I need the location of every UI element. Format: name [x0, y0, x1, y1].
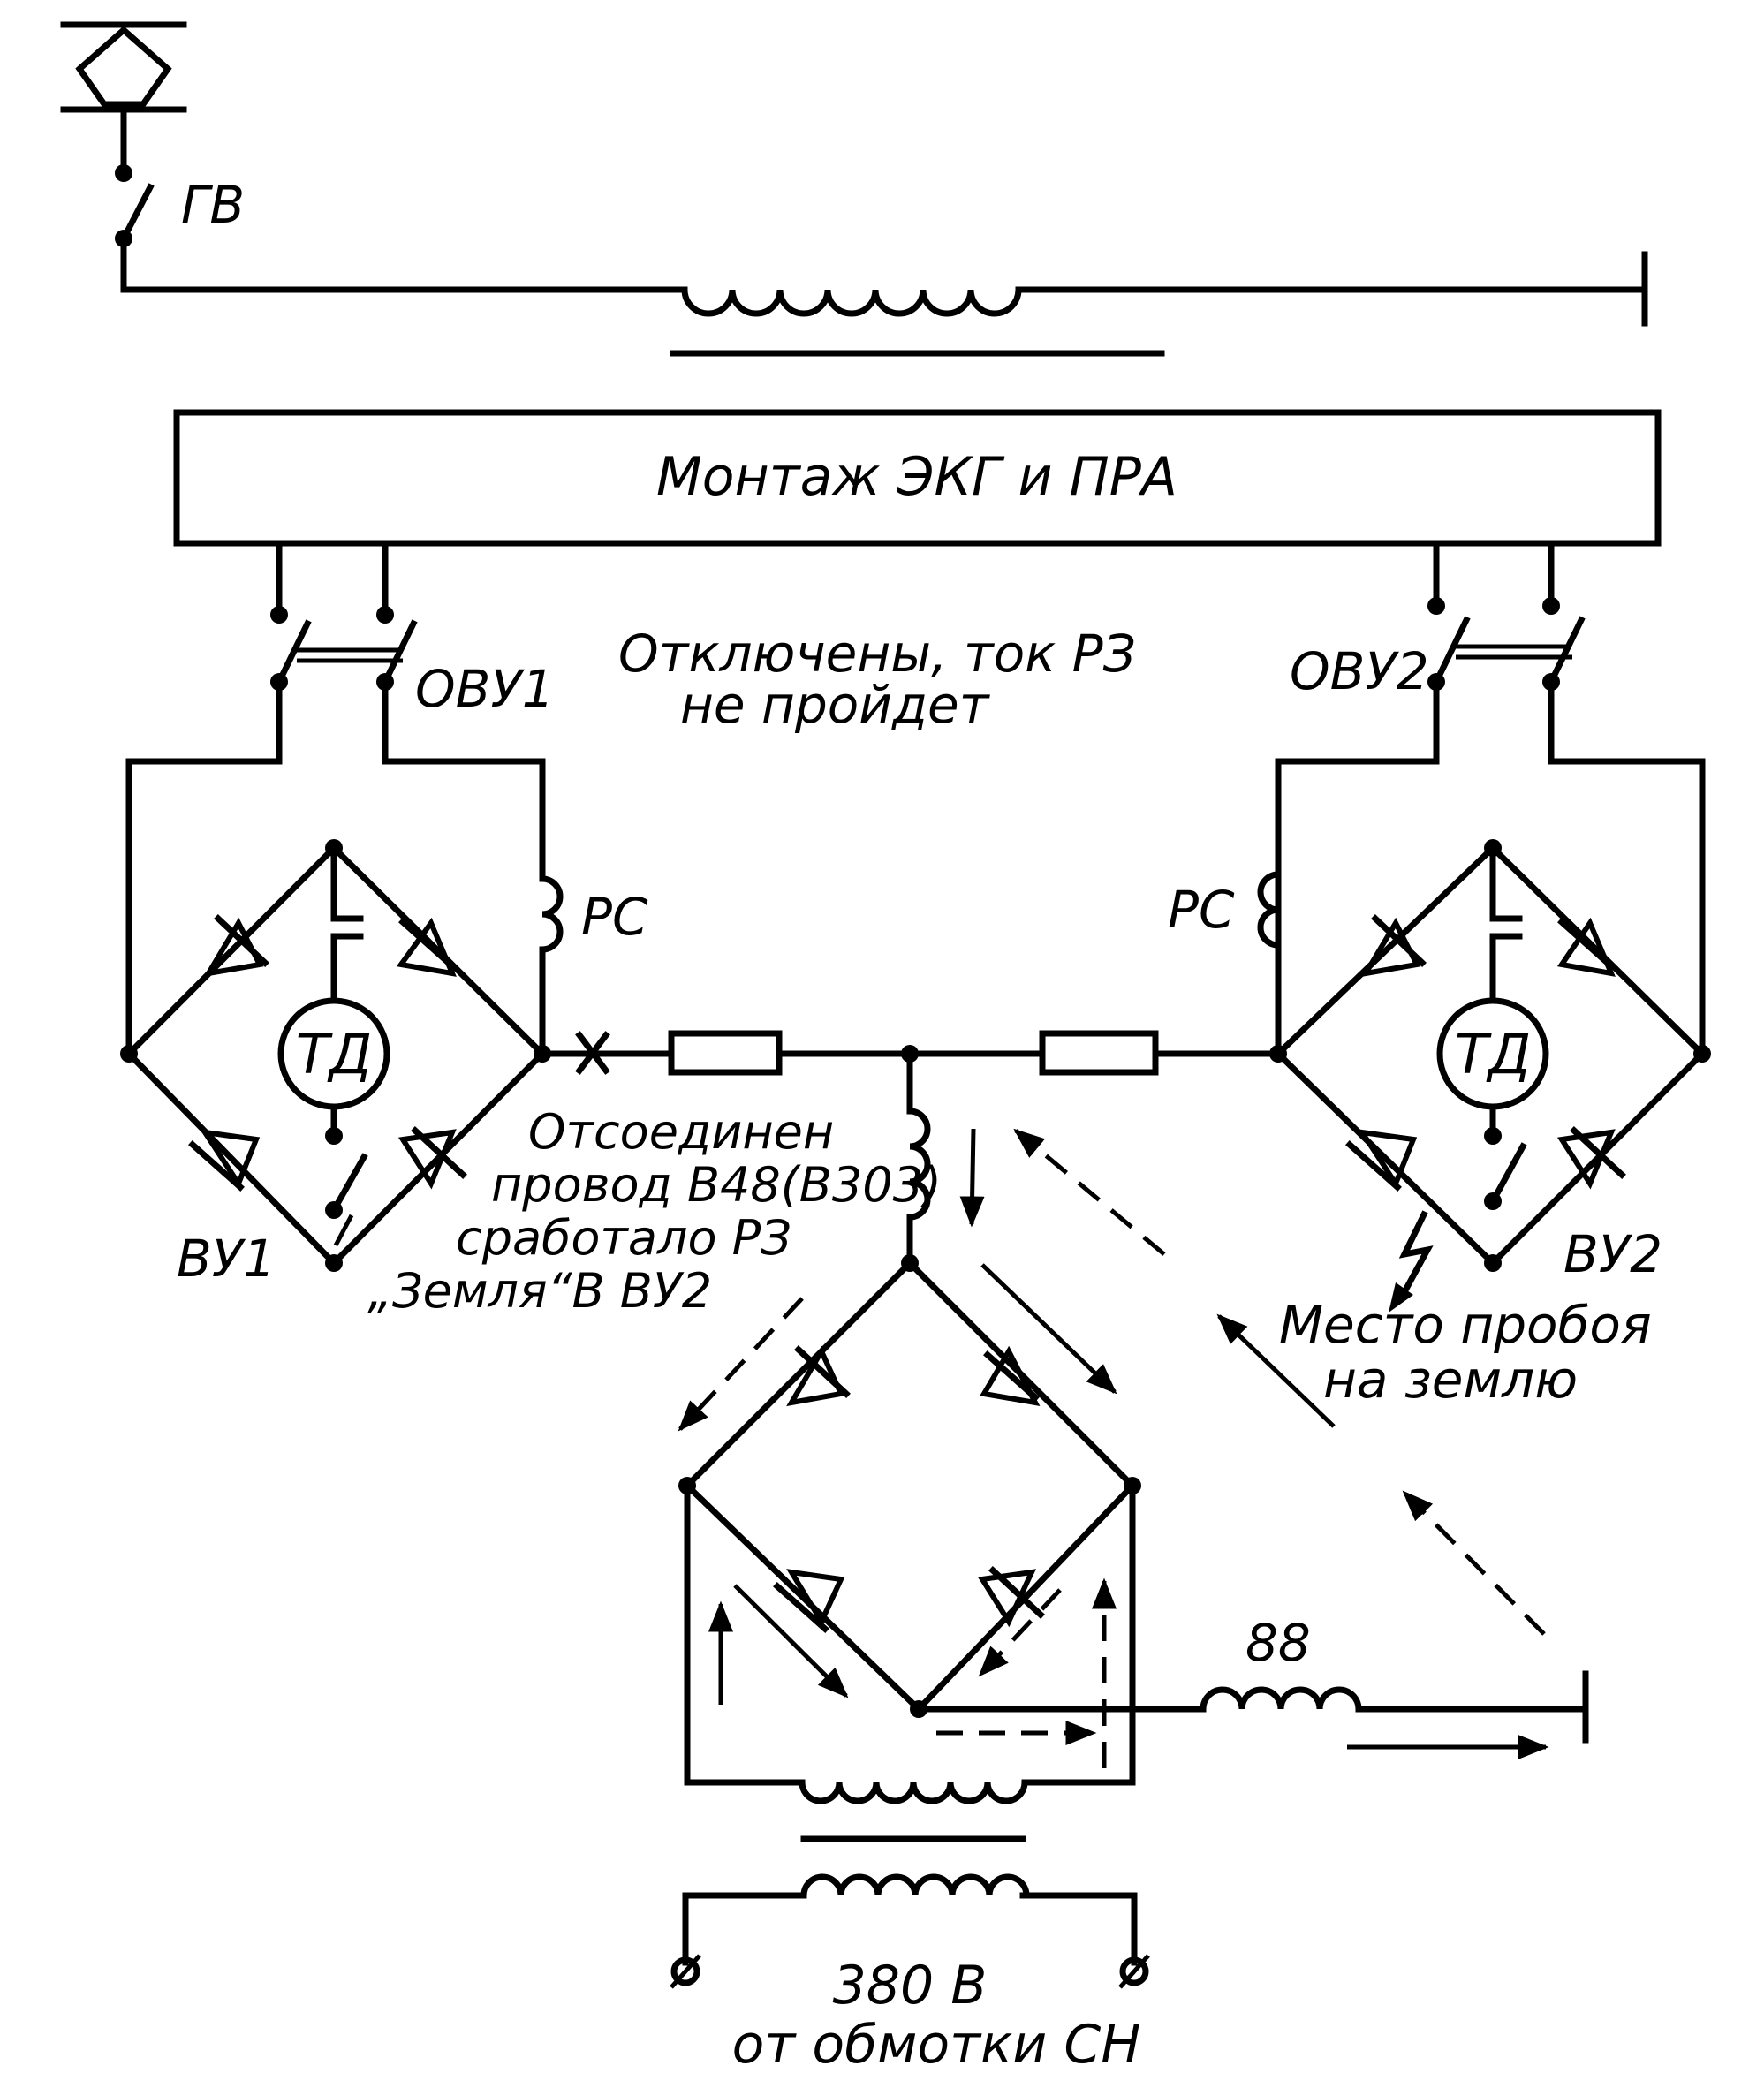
ovu2-label: ОВУ2 [1290, 641, 1429, 701]
v380-label: 380 В [833, 1955, 988, 2016]
current-arrows-dashed [678, 1128, 1546, 1768]
current-arrows-solid [708, 1128, 1549, 1759]
diode-icon [980, 1345, 1041, 1406]
fault-label-line1: Место пробоя [1279, 1295, 1652, 1355]
auxiliary-rectifier: 88 [670, 1259, 1589, 1989]
note-disc-line3: сработало РЗ [456, 1210, 791, 1266]
rs-left-label: РС [581, 887, 648, 947]
rs-right-label: РС [1168, 880, 1235, 940]
rectifier-vu1: РС ТД [120, 678, 648, 1289]
pantograph-icon [60, 21, 187, 113]
fault-label-line2: на землю [1323, 1350, 1578, 1410]
isolator-ovu1: ОВУ1 [270, 540, 555, 719]
r88-label: 88 [1245, 1613, 1311, 1673]
vu1-label: ВУ1 [177, 1229, 276, 1289]
winding-label: от обмотки СН [732, 2014, 1141, 2073]
ovu1-label: ОВУ1 [415, 659, 555, 719]
diode-icon [1556, 917, 1616, 977]
isolator-ovu2: ОВУ2 [1290, 540, 1586, 701]
diode-icon [773, 1569, 845, 1633]
diode-icon [396, 917, 457, 977]
note-off-line1: Отключены, ток РЗ [618, 624, 1136, 684]
diode-icon [203, 914, 269, 978]
terminal-icon [670, 1954, 701, 1989]
diode-icon [1345, 1129, 1418, 1192]
diode-icon [397, 1126, 467, 1190]
note-disc-line1: Отсоединен [528, 1104, 834, 1160]
td-left-label: ТД [296, 1022, 372, 1086]
gv-label: ГВ [181, 175, 245, 235]
mount-box-label: Монтаж ЭКГ и ПРА [656, 446, 1177, 508]
diode-icon [1360, 914, 1427, 978]
diode-icon [188, 1129, 261, 1192]
resistor-left [668, 1030, 783, 1076]
mount-box: Монтаж ЭКГ и ПРА [173, 409, 1662, 547]
main-switch-gv: ГВ [115, 106, 245, 293]
note-disc-line2: провод В48(В303) [491, 1157, 942, 1213]
diode-icon [786, 1345, 851, 1407]
td-right-label: ТД [1455, 1022, 1531, 1086]
rectifier-vu2: РС ТД ВУ2 [1168, 678, 1711, 1313]
resistor-right [1039, 1030, 1159, 1076]
note-off-line2: не пройдет [680, 675, 991, 735]
diode-icon [1556, 1126, 1626, 1190]
note-disc-line4: „Земля“В ВУ2 [367, 1263, 712, 1319]
vu2-label: ВУ2 [1563, 1224, 1662, 1284]
lightning-icon [1389, 1210, 1434, 1313]
terminal-icon [1118, 1954, 1150, 1989]
traction-transformer-primary [120, 251, 1648, 357]
diode-icon [978, 1566, 1045, 1628]
